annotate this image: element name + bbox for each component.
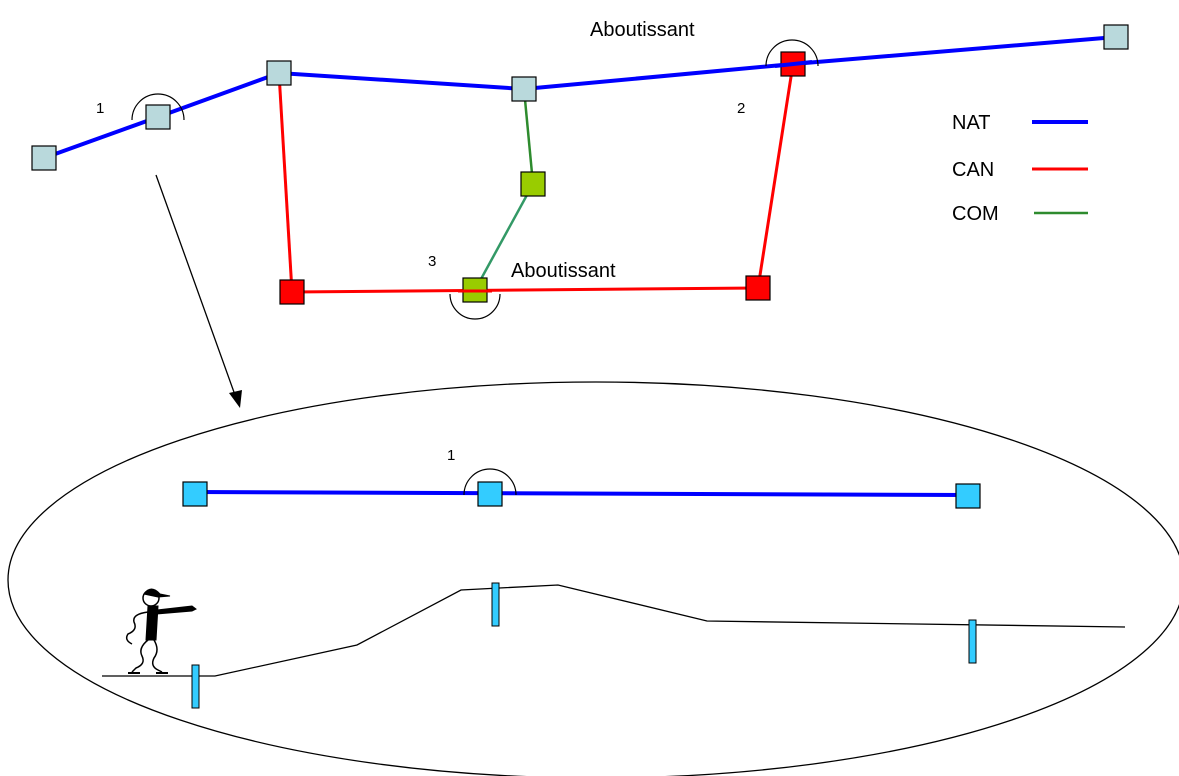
legend-label-can: CAN bbox=[952, 159, 994, 181]
nat-route-through-junction bbox=[774, 60, 813, 68]
junction-arc-3 bbox=[449, 293, 501, 320]
com-route-upper bbox=[522, 88, 535, 185]
legend-label-nat: NAT bbox=[952, 112, 991, 134]
can-route-bottom bbox=[291, 286, 759, 294]
profile-marker bbox=[491, 582, 500, 627]
zoom-ellipse bbox=[7, 381, 1179, 776]
terrain-profile-line bbox=[102, 584, 1126, 677]
zoom-arrow-line bbox=[155, 174, 236, 396]
zoom-nat-node bbox=[182, 481, 208, 507]
aboutissant-top-label: Aboutissant bbox=[590, 19, 695, 41]
com-route-lower bbox=[473, 183, 535, 291]
nat-node bbox=[31, 145, 57, 171]
can-route-left bbox=[277, 72, 294, 293]
zoom-nat-node bbox=[477, 481, 503, 507]
zoom-junction-arc bbox=[463, 468, 517, 496]
can-node bbox=[745, 275, 771, 301]
legend-label-com: COM bbox=[952, 203, 999, 225]
nat-node bbox=[145, 104, 171, 130]
aboutissant-bottom-label: Aboutissant bbox=[511, 260, 616, 282]
com-node bbox=[520, 171, 546, 197]
legend: NAT CAN COM bbox=[952, 112, 1088, 225]
nat-node bbox=[511, 76, 537, 102]
nat-node bbox=[1103, 24, 1129, 50]
profile-marker bbox=[968, 619, 977, 664]
junction-arc-2 bbox=[765, 39, 819, 67]
zoom-arrow-head bbox=[229, 390, 242, 408]
marker-3-label: 3 bbox=[428, 253, 436, 270]
can-route-right bbox=[756, 63, 795, 289]
profile-marker bbox=[191, 664, 200, 709]
nat-node bbox=[266, 60, 292, 86]
marker-1-label: 1 bbox=[96, 100, 104, 117]
nat-route-line bbox=[43, 35, 1117, 160]
can-node bbox=[279, 279, 305, 305]
zoom-marker-1-label: 1 bbox=[447, 447, 455, 464]
zoom-nat-node bbox=[955, 483, 981, 509]
junction-arc-1 bbox=[131, 93, 185, 121]
pointing-person-icon bbox=[125, 588, 197, 674]
marker-2-label: 2 bbox=[737, 100, 745, 117]
zoom-nat-route-line bbox=[194, 490, 969, 497]
